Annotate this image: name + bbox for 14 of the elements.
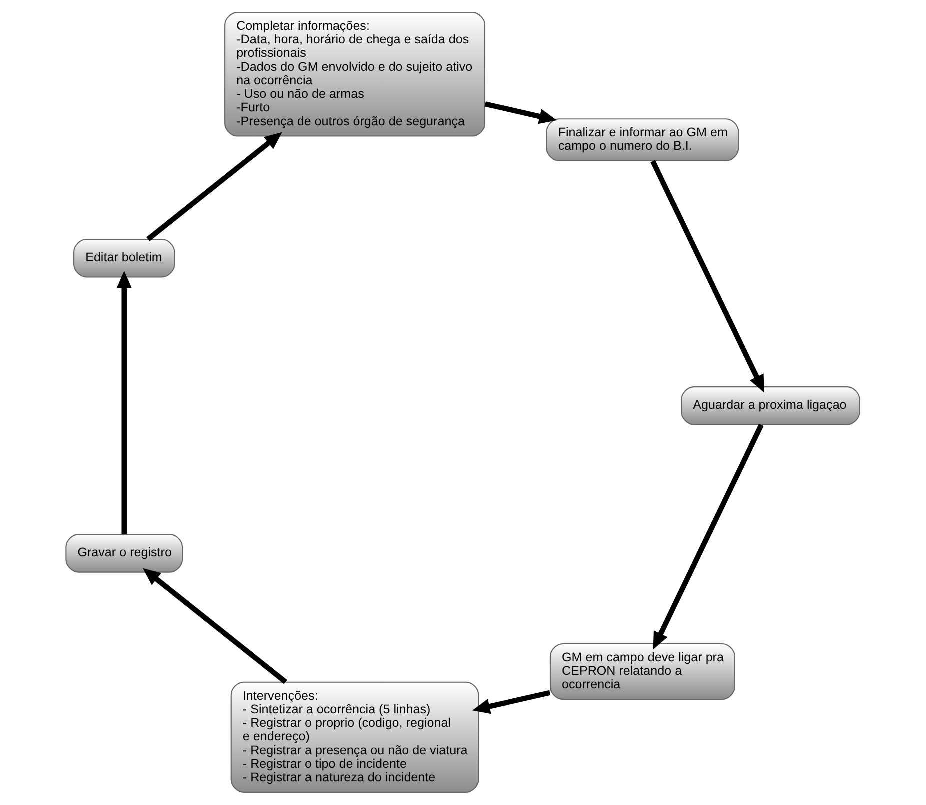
arrow bbox=[472, 690, 551, 714]
node-box: Aguardar a proxima ligaçao bbox=[681, 386, 860, 426]
node-box: Editar boletim bbox=[74, 238, 176, 278]
node-box: Completar informações: -Data, hora, horário de chega e saída dos profissionais -Dados do GM envolvido e do sujeito ativo na ocorrência - Uso ou não de armas -Furto -Presença de outros órgão de segurança bbox=[224, 12, 486, 137]
node-box: GM em campo deve ligar pra CEPRON relatando a ocorrencia bbox=[550, 643, 736, 700]
node-box: Intervenções: - Sintetizar a ocorrência (5 linhas) - Registrar o proprio (codigo, regional e endereço) - Registrar a presença ou não de viatura - Registrar o tipo de incidente - Registrar a natureza do incidente bbox=[230, 682, 480, 793]
node-box: Finalizar e informar ao GM em campo o numero do B.I. bbox=[546, 118, 740, 162]
arrow bbox=[484, 102, 557, 124]
arrow bbox=[650, 160, 764, 393]
arrow bbox=[653, 424, 764, 650]
arrow bbox=[116, 270, 132, 535]
arrow bbox=[146, 132, 282, 242]
node-box: Gravar o registro bbox=[66, 534, 184, 573]
arrow bbox=[143, 568, 288, 684]
